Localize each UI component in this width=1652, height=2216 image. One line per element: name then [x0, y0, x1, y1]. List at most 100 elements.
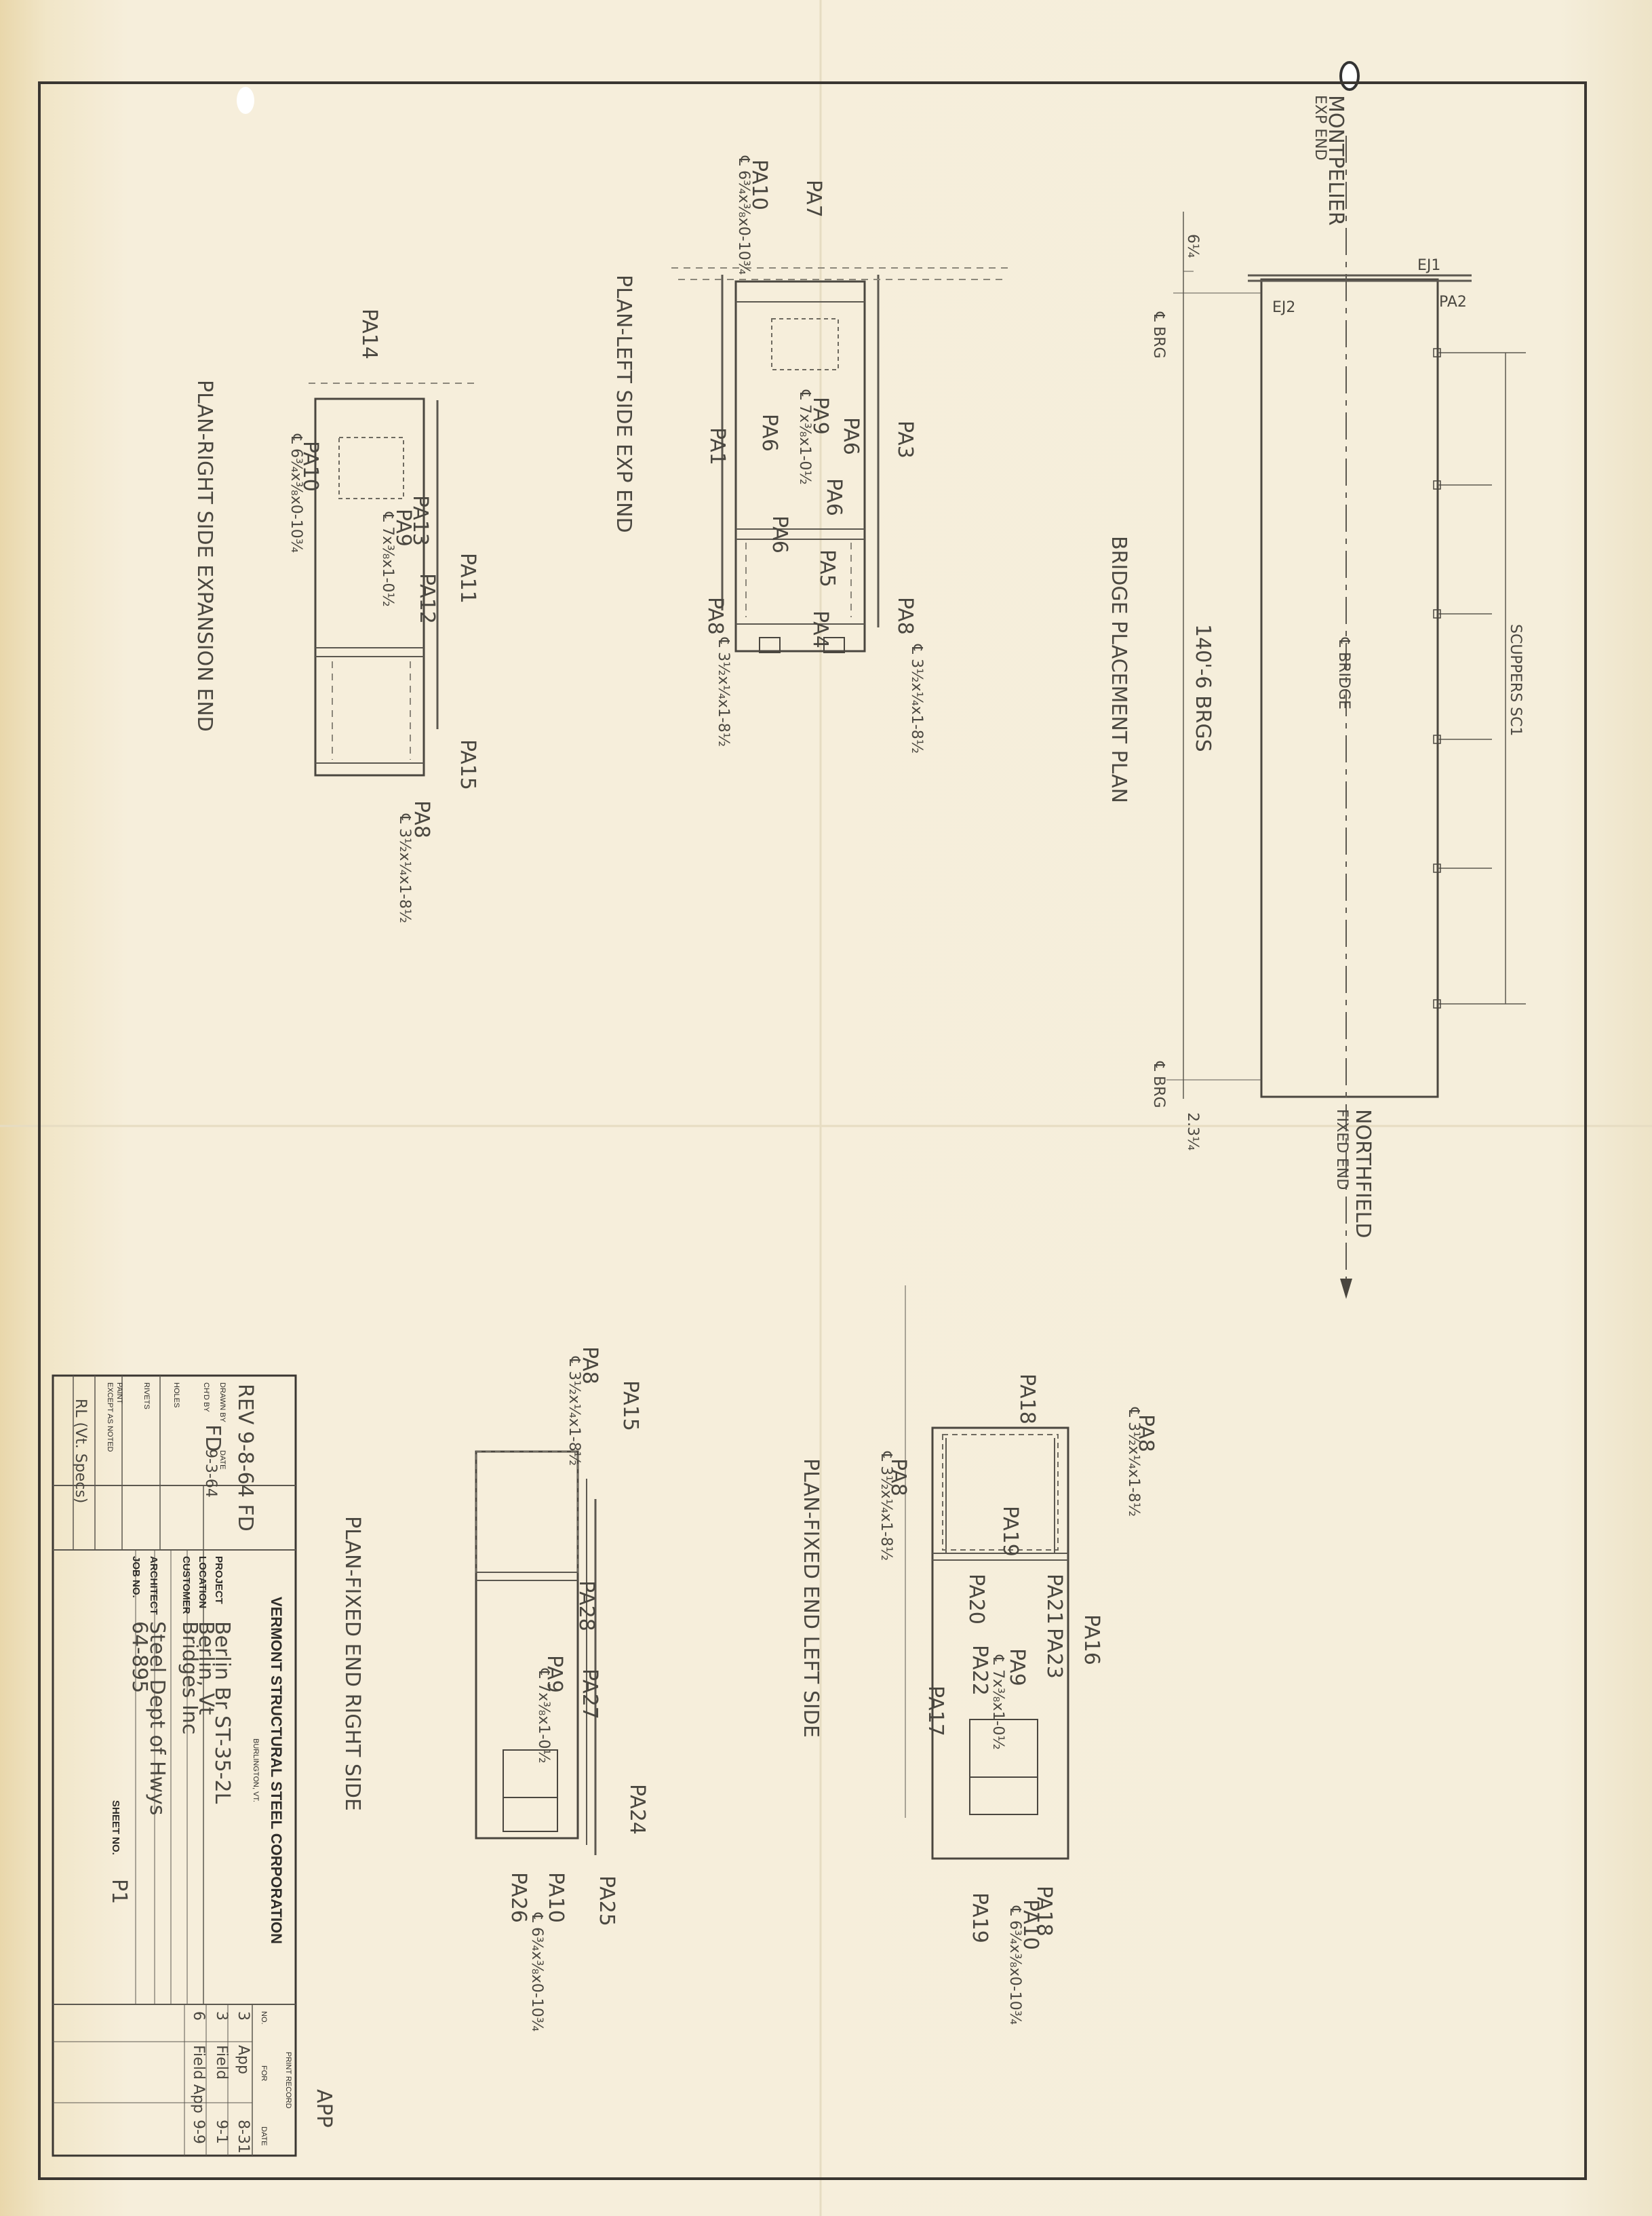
dim-top: 6¼: [1184, 234, 1201, 258]
callout-label: PA25: [595, 1875, 618, 1926]
job-no-label: JOB NO.: [130, 1556, 142, 1598]
chkd-by-label: CH'D BY: [202, 1382, 210, 1412]
print-record-row-1-date: 8-31: [235, 2120, 252, 2154]
span-dimension: 140'-6 BRGS: [1191, 624, 1215, 752]
print-record-no-label: NO.: [260, 2011, 268, 2025]
drawn-by-value: FD: [201, 1424, 224, 1452]
punch-hole: [1339, 61, 1360, 91]
sheet-no-value: P1: [107, 1879, 131, 1904]
callout-label: ℄ 3½x¼x1-8½: [1125, 1407, 1142, 1517]
callout-label: ℄ 3½x¼x1-8½: [715, 637, 732, 747]
company-city: BURLINGTON, VT.: [252, 1738, 260, 1802]
print-record-row-2-date: 9-1: [213, 2120, 230, 2144]
northfield-label: NORTHFIELD: [1351, 1109, 1375, 1238]
bridge-placement-plan: MONTPELIER EXP END NORTHFIELD FIXED END …: [1107, 95, 1526, 1299]
cl-brg-top: ℄ BRG: [1150, 311, 1167, 359]
ej1-label: EJ1: [1417, 257, 1440, 274]
plan-fixed-left-title: PLAN-FIXED END LEFT SIDE: [799, 1458, 823, 1738]
callout-label: PA9: [808, 397, 832, 435]
callout-label: PA21: [1042, 1574, 1066, 1625]
callout-label: PA11: [456, 553, 479, 604]
project-label: PROJECT: [213, 1556, 224, 1604]
print-record-row-3-for: Field App: [190, 2045, 207, 2114]
callout-label: PA15: [456, 739, 479, 790]
callout-label: PA27: [578, 1669, 602, 1719]
callout-label: ℄ 7x⅜x1-0½: [989, 1654, 1006, 1750]
customer-label: CUSTOMER: [180, 1556, 192, 1614]
print-record-for-label: FOR: [260, 2065, 268, 2081]
callout-label: PA26: [507, 1872, 530, 1923]
callout-label: PA18: [1015, 1374, 1039, 1424]
callout-label: PA6: [839, 417, 863, 455]
architect-label: ARCHITECT: [148, 1556, 159, 1615]
title-block: VERMONT STRUCTURAL STEEL CORPORATION BUR…: [52, 1374, 297, 2157]
callout-label: ℄ 7x⅜x1-0½: [379, 511, 396, 607]
callout-label: PA7: [802, 180, 825, 218]
callout-label: ℄ 7x⅜x1-0½: [796, 389, 813, 485]
print-record-row-1-no: 3: [235, 2011, 252, 2021]
fixed-end-label: FIXED END: [1333, 1109, 1350, 1190]
print-record-date-label: DATE: [260, 2126, 268, 2146]
customer-value: Bridges Inc: [178, 1621, 201, 1734]
bridge-centerline-label: ℄ BRIDGE: [1335, 637, 1352, 709]
print-record-row-2-no: 3: [213, 2011, 230, 2021]
callout-label: PA6: [822, 478, 846, 516]
callout-label: PA9: [543, 1655, 566, 1693]
print-record-row-3-no: 6: [190, 2011, 207, 2021]
callout-label: ℄ 6¾x⅜x0-10¾: [1006, 1905, 1023, 2025]
callout-label: PA19: [968, 1892, 991, 1943]
print-record-row-3-date: 9-9: [190, 2120, 207, 2144]
callout-label: PA10: [1019, 1899, 1042, 1950]
exp-end-label: EXP END: [1312, 95, 1329, 161]
callout-label: PA18: [1032, 1886, 1056, 1937]
plan-fixed-right-title: PLAN-FIXED END RIGHT SIDE: [340, 1516, 364, 1811]
ej2-label: EJ2: [1272, 299, 1295, 316]
callout-label: PA15: [618, 1380, 642, 1431]
callout-label: ℄ 3½x¼x1-8½: [566, 1356, 583, 1466]
callout-label: PA9: [1005, 1648, 1029, 1686]
callout-label: ℄ 6¾x⅜x0-10¾: [288, 433, 304, 553]
callout-label: PA10: [544, 1872, 568, 1923]
callout-label: PA28: [574, 1580, 598, 1631]
callout-label: PA19: [998, 1506, 1022, 1557]
plan-right-exp-title: PLAN-RIGHT SIDE EXPANSION END: [193, 380, 216, 732]
scuppers-label: SCUPPERS SC1: [1507, 624, 1524, 736]
callout-label: ℄ 6¾x⅜x0-10¾: [735, 155, 752, 275]
print-record-row-1-for: App: [235, 2045, 252, 2074]
company-name: VERMONT STRUCTURAL STEEL CORPORATION: [268, 1597, 285, 1944]
paint-note: EXCEPT AS NOTED: [106, 1382, 114, 1452]
callout-label: PA13: [408, 495, 432, 546]
callout-label: PA4: [808, 610, 832, 648]
bridge-plan-title: BRIDGE PLACEMENT PLAN: [1107, 536, 1130, 803]
callout-label: ℄ 6¾x⅜x0-10¾: [528, 1912, 545, 2032]
plan-fixed-end-left-side: PLAN-FIXED END LEFT SIDE: [799, 1285, 1069, 1860]
sheet-no-label: SHEET NO.: [110, 1800, 121, 1855]
drawn-by-label: DRAWN BY: [218, 1382, 227, 1423]
rivets-label: RIVETS: [142, 1382, 151, 1410]
callout-label: PA8: [1134, 1414, 1158, 1452]
revision-note: REV 9-8-64 FD: [233, 1384, 257, 1532]
plan-left-side-exp-end: PLAN-LEFT SIDE EXP END: [612, 267, 1010, 653]
location-value: Berlin, Vt: [194, 1621, 218, 1715]
callout-label: PA20: [964, 1574, 988, 1625]
callout-label: PA24: [625, 1784, 649, 1835]
callout-label: PA6: [758, 414, 781, 452]
callout-label: PA8: [703, 597, 727, 635]
plan-fixed-end-right-side: PLAN-FIXED END RIGHT SIDE: [340, 1450, 597, 1855]
plan-left-exp-title: PLAN-LEFT SIDE EXP END: [612, 275, 635, 533]
callout-label: PA6: [768, 516, 791, 553]
callout-label: PA10: [747, 159, 771, 210]
callout-label: PA9: [391, 509, 415, 547]
punch-hole: [237, 87, 254, 114]
callout-label: PA17: [924, 1686, 947, 1736]
drawn-date-value: 9-3-64: [202, 1449, 219, 1498]
callout-label: PA1: [705, 427, 729, 465]
job-no-value: 64-895: [127, 1621, 151, 1693]
callout-label: PA22: [968, 1645, 991, 1696]
date-label: DATE: [218, 1450, 227, 1470]
drawing-border: [38, 81, 1587, 2180]
